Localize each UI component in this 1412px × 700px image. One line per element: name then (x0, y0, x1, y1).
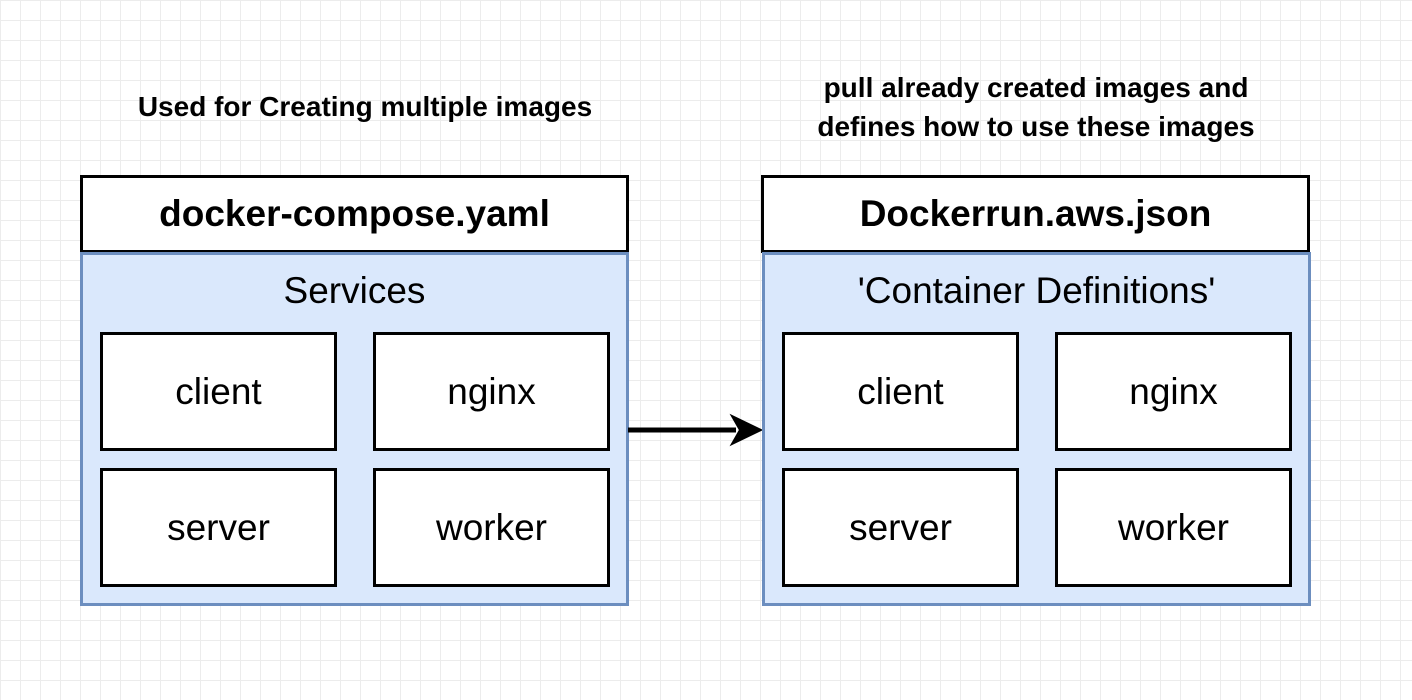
compose-service-client: client (100, 332, 337, 451)
dockerrun-caption: pull already created images and defines … (760, 68, 1312, 146)
container-definitions-group: 'Container Definitions' client nginx ser… (762, 252, 1311, 606)
docker-compose-file-header: docker-compose.yaml (80, 175, 629, 253)
compose-caption: Used for Creating multiple images (137, 91, 593, 122)
container-definition-nginx-label: nginx (1129, 370, 1218, 412)
services-label: Services (283, 270, 426, 311)
container-definition-nginx: nginx (1055, 332, 1292, 451)
container-definition-server-label: server (849, 506, 952, 548)
dockerrun-file-name: Dockerrun.aws.json (859, 193, 1212, 234)
container-definition-client: client (782, 332, 1019, 451)
container-definitions-label: 'Container Definitions' (857, 270, 1216, 311)
arrow-connector (628, 413, 764, 447)
container-definition-worker-label: worker (1117, 506, 1230, 548)
docker-compose-file-name: docker-compose.yaml (159, 193, 550, 234)
compose-service-server-label: server (167, 506, 270, 548)
arrow-head-icon (729, 413, 764, 447)
compose-service-client-label: client (175, 370, 262, 412)
compose-service-worker: worker (373, 468, 610, 587)
compose-service-nginx: nginx (373, 332, 610, 451)
container-definition-server: server (782, 468, 1019, 587)
compose-service-nginx-label: nginx (447, 370, 536, 412)
dockerrun-file-header: Dockerrun.aws.json (761, 175, 1310, 253)
dockerrun-caption-line-1: pull already created images and (823, 72, 1249, 103)
services-group: Services client nginx server worker (80, 252, 629, 606)
compose-service-worker-label: worker (435, 506, 548, 548)
container-definition-worker: worker (1055, 468, 1292, 587)
container-definition-client-label: client (857, 370, 944, 412)
compose-service-server: server (100, 468, 337, 587)
dockerrun-caption-line-2: defines how to use these images (817, 111, 1255, 142)
